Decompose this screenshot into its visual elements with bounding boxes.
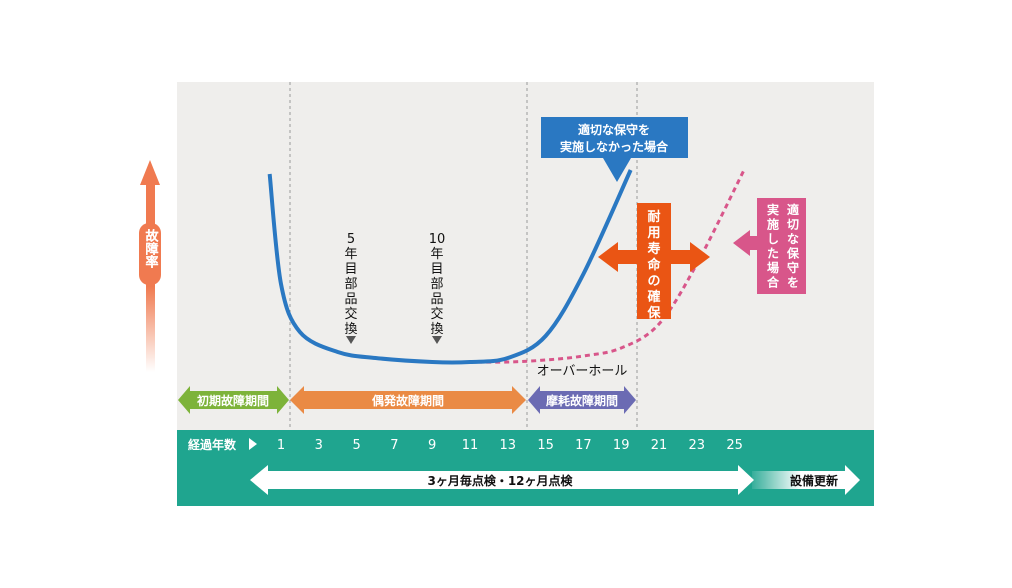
period-wearout: 摩耗故障期間 — [528, 386, 636, 414]
inspection-label: 3ヶ月毎点検・12ヶ月点検 — [427, 473, 573, 488]
lifespan-char: 確 — [647, 289, 660, 305]
replace-10yr-char: 目 — [430, 262, 443, 277]
lifespan-char: 用 — [646, 226, 660, 241]
play-triangle-icon — [249, 438, 257, 450]
double-arrow-icon — [598, 242, 710, 272]
year-tick: 15 — [537, 438, 554, 453]
replace-10yr-char: 交 — [430, 306, 443, 322]
maintained-char: 施 — [767, 217, 779, 232]
year-tick: 13 — [500, 438, 517, 453]
maintained-char: 保 — [786, 246, 800, 261]
replace-5yr-char: 年 — [344, 247, 357, 262]
lifespan-char: 命 — [646, 257, 661, 273]
unmaintained-curve — [267, 169, 633, 365]
replace-10yr-char: 部 — [430, 277, 443, 292]
triangle-down-icon — [346, 336, 356, 344]
replace-10yr-char: 換 — [430, 322, 443, 337]
lifespan-char: の — [647, 274, 660, 289]
replace-5yr-char: 5 — [347, 232, 355, 247]
triangle-down-icon — [432, 336, 442, 344]
svg-text:偶発故障期間: 偶発故障期間 — [372, 393, 444, 408]
maintained-char: 場 — [767, 260, 779, 275]
maintained-char: 合 — [767, 275, 780, 290]
timeline-band — [177, 430, 874, 506]
year-tick: 23 — [689, 438, 706, 453]
inspection-arrow: 3ヶ月毎点検・12ヶ月点検 — [250, 465, 754, 495]
year-tick: 9 — [428, 438, 436, 453]
maintained-char: し — [767, 232, 779, 246]
year-tick: 1 — [277, 438, 285, 453]
year-tick: 3 — [315, 438, 323, 453]
renewal-label: 設備更新 — [790, 473, 838, 488]
maintained-char: 適 — [787, 202, 799, 217]
x-axis-label: 経過年数 — [188, 437, 237, 452]
year-tick: 7 — [390, 438, 398, 453]
replace-10yr-char: 年 — [430, 247, 443, 262]
svg-text:摩耗故障期間: 摩耗故障期間 — [546, 393, 618, 408]
year-tick: 5 — [352, 438, 360, 453]
maintained-char: た — [767, 247, 779, 261]
callout-line1: 適切な保守を — [578, 122, 650, 137]
replace-5yr-char: 交 — [344, 306, 357, 322]
period-initial: 初期故障期間 — [178, 386, 289, 414]
y-axis-label: 故障率 — [143, 228, 159, 269]
year-tick: 21 — [651, 438, 668, 453]
renewal-arrow: 設備更新 — [752, 465, 860, 495]
callout-line2: 実施しなかった場合 — [560, 139, 669, 154]
lifespan-char: 耐 — [647, 209, 660, 225]
svg-text:初期故障期間: 初期故障期間 — [197, 393, 269, 408]
year-tick: 17 — [575, 438, 592, 453]
replace-10yr-char: 品 — [430, 292, 443, 307]
maintained-char: な — [787, 232, 799, 246]
replace-5yr-char: 品 — [344, 292, 357, 307]
maintained-char: 実 — [767, 202, 779, 217]
replace-5yr-char: 部 — [344, 277, 357, 292]
maintained-char: を — [787, 276, 799, 290]
chart-y-label: 故障率 — [143, 228, 159, 269]
arrow-left-icon — [733, 230, 757, 256]
maintained-char: 守 — [787, 260, 799, 275]
period-random: 偶発故障期間 — [290, 386, 526, 414]
overhaul-label: オーバーホール — [537, 364, 628, 379]
lifespan-char: 保 — [646, 305, 661, 321]
no-maintenance-callout: 適切な保守を 実施しなかった場合 — [541, 117, 688, 182]
replace-10yr-char: 10 — [429, 232, 446, 247]
arrow-down-icon — [603, 158, 631, 182]
replace-5yr-char: 換 — [344, 322, 357, 337]
year-tick: 25 — [726, 438, 743, 453]
year-tick: 19 — [613, 438, 630, 453]
axis-label-pill — [139, 223, 161, 285]
maintained-char: 切 — [787, 218, 799, 232]
lifespan-char: 寿 — [647, 241, 660, 257]
arrow-up-icon — [140, 160, 160, 185]
year-tick: 11 — [462, 438, 479, 453]
failure-rate-axis: 故障率 故障率 — [139, 160, 161, 372]
replace-5yr-char: 目 — [344, 262, 357, 277]
